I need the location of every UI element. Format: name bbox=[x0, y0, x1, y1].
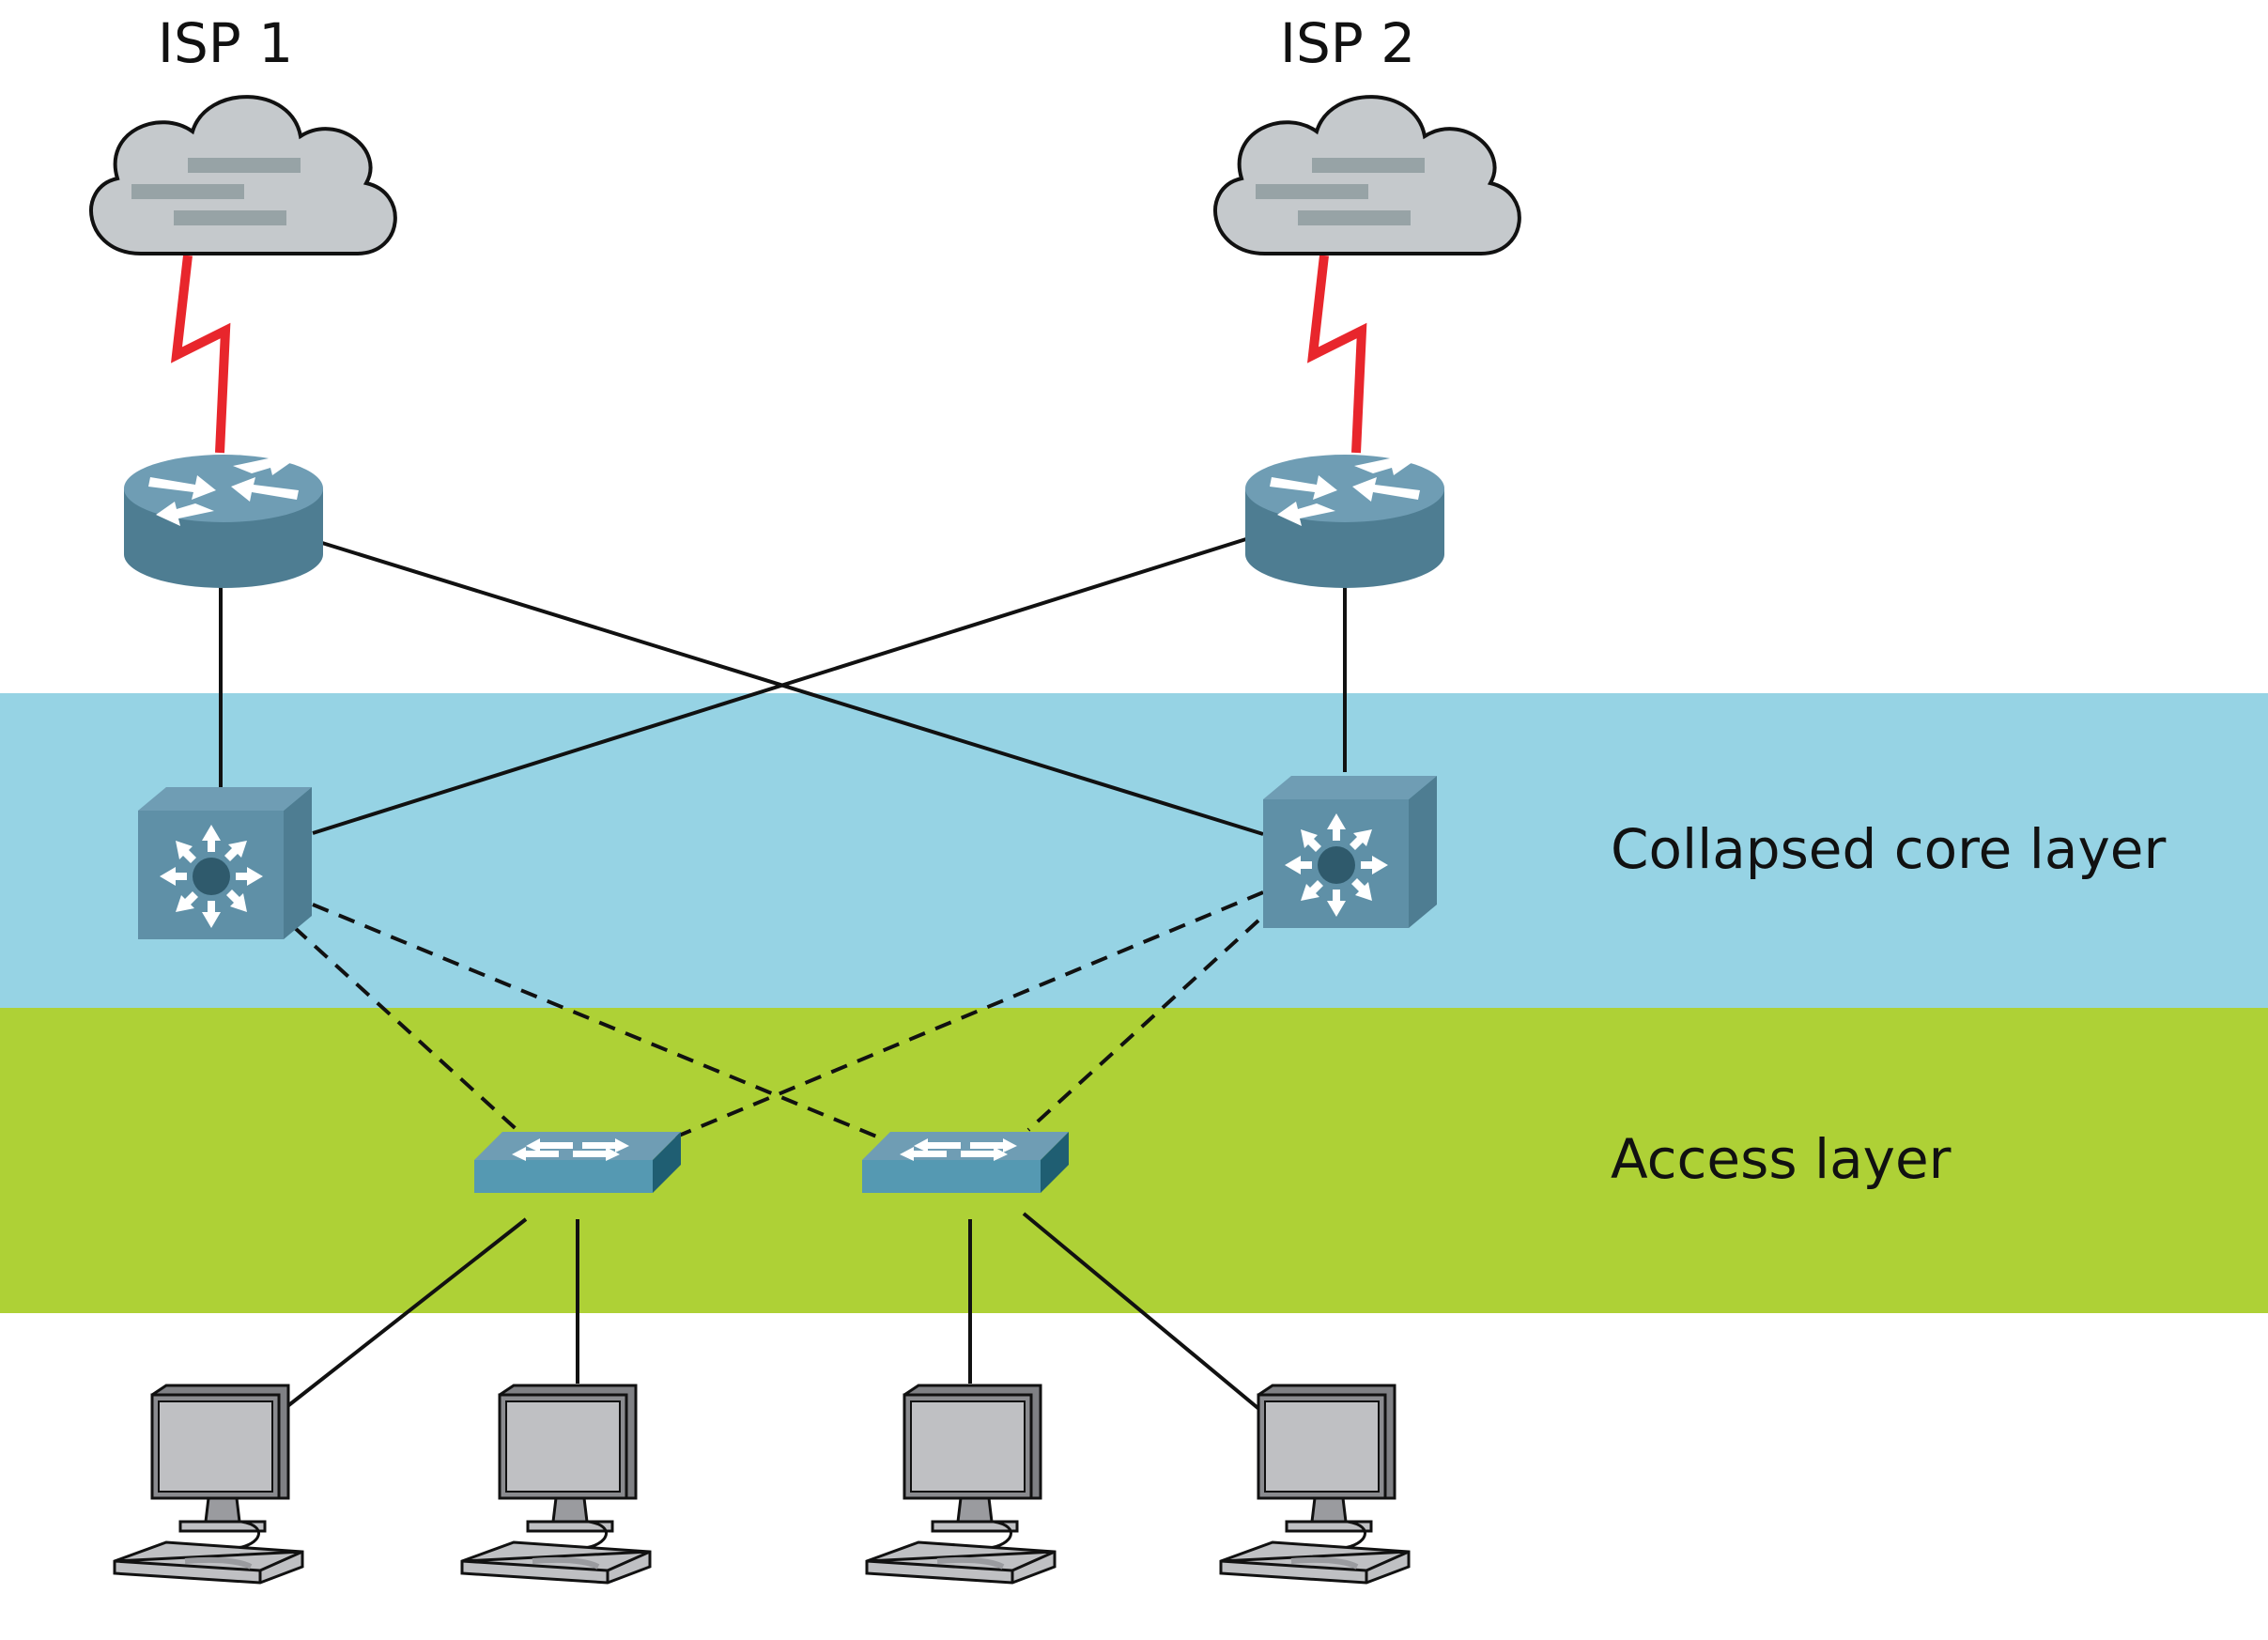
isp2-cloud-icon bbox=[1213, 95, 1521, 256]
link-access1-pc1 bbox=[285, 1217, 528, 1409]
router-1-icon bbox=[124, 451, 323, 588]
isp2-label: ISP 2 bbox=[1280, 11, 1415, 75]
wan-link-isp2 bbox=[1306, 255, 1367, 454]
links-solid bbox=[219, 536, 1347, 1413]
isp1-label: ISP 1 bbox=[158, 11, 293, 75]
pc-4-icon bbox=[1221, 1385, 1409, 1583]
link-core1-access1 bbox=[292, 925, 523, 1136]
core-switch-1-icon bbox=[138, 787, 312, 939]
link-core1-access2 bbox=[312, 903, 912, 1153]
wan-link-isp1 bbox=[170, 255, 231, 454]
pc-1-icon bbox=[115, 1385, 302, 1583]
pc-3-icon bbox=[867, 1385, 1055, 1583]
core-layer-band bbox=[0, 693, 2268, 1008]
link-core2-access1 bbox=[673, 890, 1264, 1139]
router-2-icon bbox=[1245, 451, 1444, 588]
pc-2-icon bbox=[462, 1385, 650, 1583]
core-switch-2-icon bbox=[1263, 776, 1437, 928]
links-dashed bbox=[292, 890, 1264, 1153]
core-layer-label: Collapsed core layer bbox=[1611, 817, 2166, 881]
isp1-cloud-icon bbox=[89, 95, 397, 256]
link-core2-access2 bbox=[1026, 919, 1260, 1132]
access-switch-2-icon bbox=[862, 1132, 1069, 1193]
link-access2-pc4 bbox=[1022, 1212, 1263, 1413]
access-layer-label: Access layer bbox=[1611, 1127, 1952, 1191]
access-switch-1-icon bbox=[474, 1132, 681, 1193]
wan-links bbox=[170, 255, 1367, 454]
access-layer-band bbox=[0, 1008, 2268, 1313]
link-router1-core2 bbox=[321, 541, 1264, 836]
link-router2-core1 bbox=[312, 536, 1250, 835]
